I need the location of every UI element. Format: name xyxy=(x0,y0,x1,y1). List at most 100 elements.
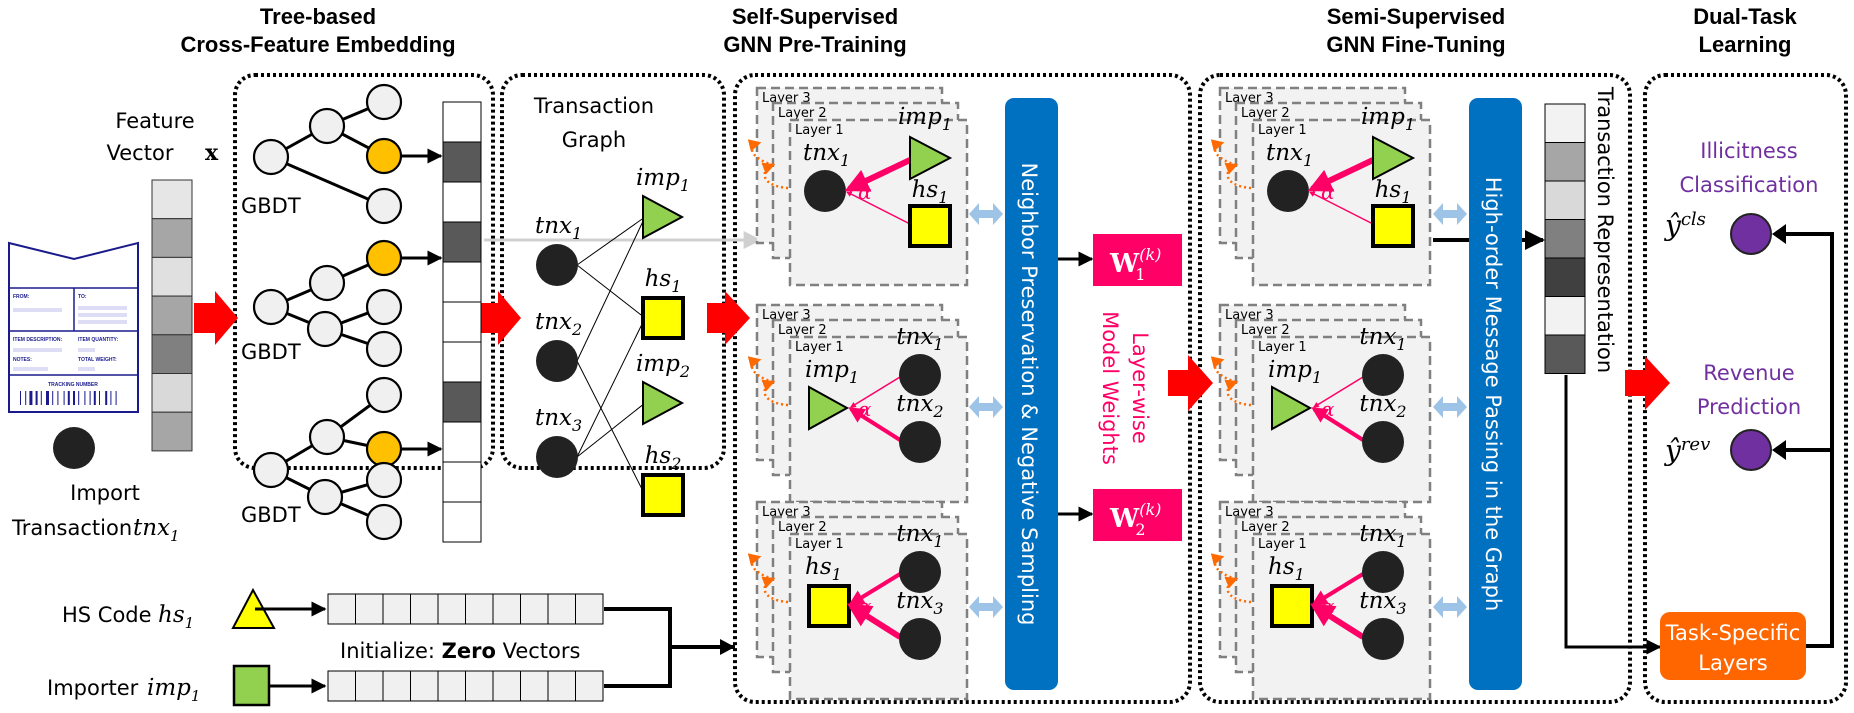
zero-cell xyxy=(465,593,494,625)
exchange-arrows xyxy=(969,203,1467,618)
flow-arrow-1 xyxy=(194,291,238,345)
box-transaction-graph xyxy=(500,73,726,470)
neighbor-hs-node xyxy=(1371,204,1415,248)
import-symbol: tnx1 xyxy=(133,515,180,545)
title-dual-line2: Learning xyxy=(1699,32,1792,57)
barcode-bar xyxy=(63,391,65,405)
tree-node xyxy=(252,138,290,176)
shipping-label-document: FROM: TO: ITEM DESCRIPTION: ITEM QUANTIT… xyxy=(8,241,139,413)
doc-from: FROM: xyxy=(13,294,30,300)
gbdt-label-2: GBDT xyxy=(241,340,301,364)
barcode-bar xyxy=(35,391,38,405)
tree-leaf-active xyxy=(365,430,403,468)
graph-edge xyxy=(576,317,646,458)
graph-edge xyxy=(576,216,646,362)
zero-cell xyxy=(492,593,521,625)
neighbor-label: imp1 xyxy=(1361,104,1415,134)
double-arrow xyxy=(969,396,1003,418)
double-arrow xyxy=(969,596,1003,618)
tree-node xyxy=(252,288,290,326)
message-passing-bar[interactable] xyxy=(1469,98,1522,690)
barcode-bar xyxy=(25,391,27,405)
attention-edge xyxy=(1311,407,1365,442)
attention-edge xyxy=(849,376,901,408)
task-layers-line1: Task-Specific xyxy=(1665,621,1801,645)
flow-arrow-3 xyxy=(707,291,750,345)
neighbor-label: tnx3 xyxy=(1359,588,1406,618)
neighbor-transaction-node xyxy=(1362,354,1404,396)
gbdt-label-3: GBDT xyxy=(241,503,301,527)
zero-cell xyxy=(410,670,439,702)
transaction-node xyxy=(536,244,578,286)
feature-vector-label-line2: Vector xyxy=(107,141,174,165)
transaction-node-label: tnx1 xyxy=(535,213,582,243)
flow-arrow-2 xyxy=(478,291,521,345)
title-pretrain-line1: Self-Supervised xyxy=(732,4,898,29)
transaction-node-label: tnx2 xyxy=(535,309,582,339)
target-node-label: imp1 xyxy=(1268,357,1322,387)
target-node-label: tnx1 xyxy=(803,140,850,170)
importer-node xyxy=(642,194,685,240)
attention-edge xyxy=(1309,603,1365,640)
zero-cell xyxy=(465,670,494,702)
embedding-cell xyxy=(442,501,482,543)
w2-symbol: W(k)2 xyxy=(1109,500,1161,539)
importer-square-icon xyxy=(232,664,271,707)
barcode-bar xyxy=(20,391,21,405)
attention-alpha-label: α xyxy=(1321,180,1335,204)
feature-vector-symbol: x xyxy=(205,140,219,166)
propagation-arrow xyxy=(1210,356,1237,384)
neighbor-label: tnx1 xyxy=(896,521,943,551)
neighbor-transaction-node xyxy=(1362,421,1404,463)
layer-label: Layer 2 xyxy=(1241,520,1290,535)
task-specific-layers-box[interactable] xyxy=(1660,612,1806,680)
barcode-bar xyxy=(93,391,96,405)
task1-line2: Classification xyxy=(1680,173,1819,197)
w2-box[interactable] xyxy=(1093,489,1182,541)
tree-node xyxy=(365,288,403,326)
feature-cell xyxy=(151,411,193,452)
feature-cell xyxy=(151,218,193,258)
feature-cell xyxy=(151,256,193,297)
revenue-output-node[interactable] xyxy=(1730,429,1772,471)
section-titles: Tree-based Cross-Feature Embedding Self-… xyxy=(180,4,1797,57)
attention-edge xyxy=(1312,376,1364,408)
tree-node xyxy=(365,187,403,225)
double-arrow xyxy=(1433,596,1467,618)
weights-caption-line2: Model Weights xyxy=(1098,311,1122,465)
tree-node xyxy=(306,310,344,348)
double-arrow xyxy=(1433,396,1467,418)
propagation-arrow xyxy=(747,553,774,581)
propagation-arrow xyxy=(1224,162,1252,190)
transaction-representation-vector xyxy=(1544,103,1586,374)
importer-symbol: imp1 xyxy=(147,675,200,705)
neighbor-label: tnx3 xyxy=(896,588,943,618)
barcode-bar xyxy=(99,391,100,405)
w1-symbol: W(k)1 xyxy=(1109,245,1161,284)
neighbor-transaction-node xyxy=(899,421,941,463)
representation-cell xyxy=(1544,180,1586,220)
double-arrow xyxy=(1433,203,1467,225)
feature-vector xyxy=(151,179,193,452)
layer-label: Layer 1 xyxy=(1258,123,1307,138)
zero-cell xyxy=(575,593,604,625)
zero-cell xyxy=(437,670,466,702)
box-tree-embedding xyxy=(233,73,495,470)
task-layers-line2: Layers xyxy=(1698,651,1768,675)
graph-edge xyxy=(576,216,646,266)
representation-cell xyxy=(1544,219,1586,259)
zero-cell xyxy=(327,670,356,702)
box-dual-task xyxy=(1643,73,1848,704)
w1-box[interactable] xyxy=(1093,234,1182,286)
neighbor-preservation-bar[interactable] xyxy=(1005,98,1058,690)
barcode-bar xyxy=(40,391,42,405)
tree-node xyxy=(365,376,403,414)
task-output-arrowheads xyxy=(1772,224,1786,460)
tree-node xyxy=(308,418,346,456)
import-label-line1: Import xyxy=(70,481,140,505)
target-node xyxy=(808,385,850,431)
classification-output-node[interactable] xyxy=(1730,213,1772,255)
